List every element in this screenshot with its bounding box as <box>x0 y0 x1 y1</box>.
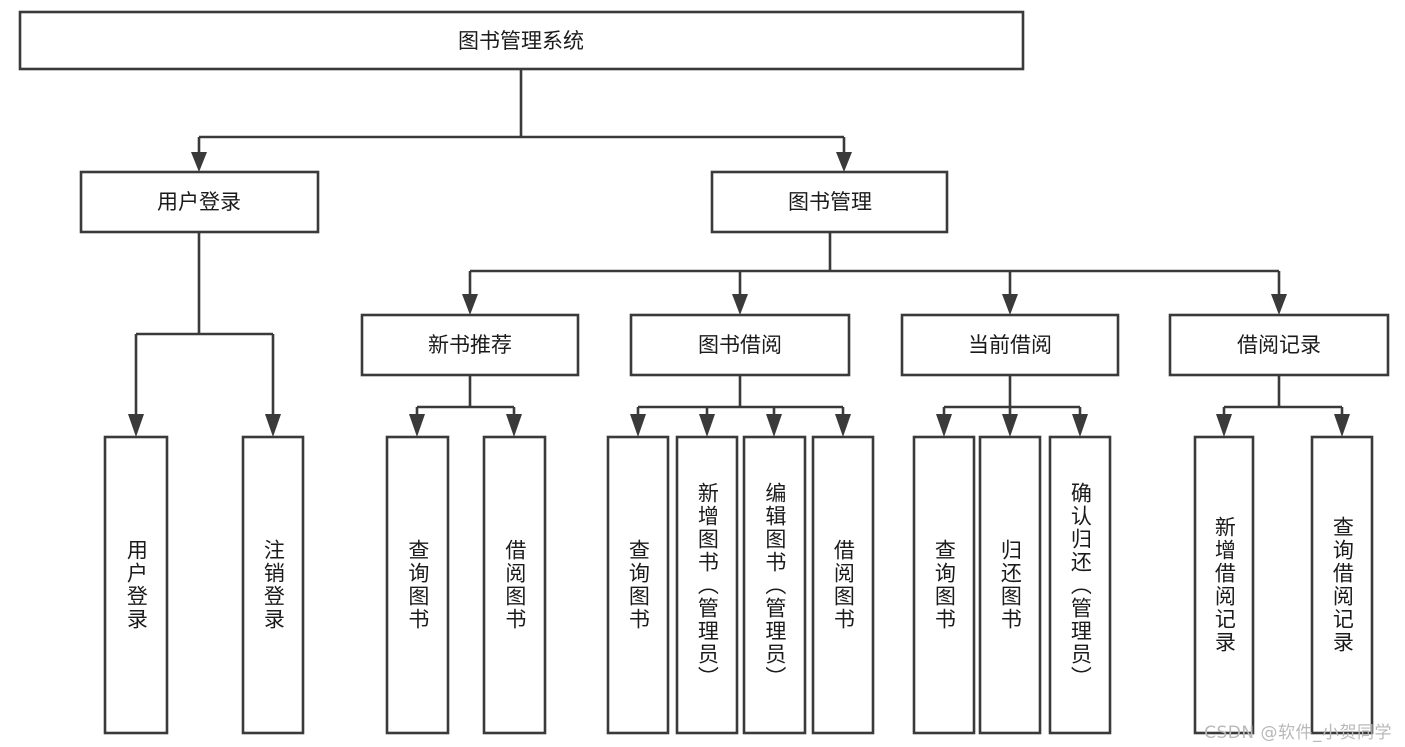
node-book-borrow[interactable]: 图书借阅 <box>629 313 851 377</box>
watermark-text: CSDN @软件_小贺同学 <box>1204 723 1392 743</box>
leaf-box-add-borrow-record[interactable] <box>1193 435 1255 735</box>
edge-bookmanage-to-level3 <box>462 232 1287 315</box>
leaf-boxes <box>103 435 1374 735</box>
edge-bookborrow-to-leaves <box>630 375 851 437</box>
leaf-box-borrow-book-a[interactable] <box>482 435 547 735</box>
node-book-manage[interactable]: 图书管理 <box>710 170 949 234</box>
leaf-box-logout[interactable] <box>241 435 305 735</box>
node-new-book-recommend-label: 新书推荐 <box>428 333 512 357</box>
edge-newbook-to-leaves <box>409 375 522 437</box>
node-book-manage-label: 图书管理 <box>788 190 872 214</box>
node-root-label: 图书管理系统 <box>458 29 584 53</box>
leaf-box-query-book-a[interactable] <box>385 435 450 735</box>
leaf-box-query-borrow-record[interactable] <box>1310 435 1374 735</box>
leaf-box-user-login[interactable] <box>103 435 169 735</box>
node-borrow-record-label: 借阅记录 <box>1237 333 1321 357</box>
node-new-book-recommend[interactable]: 新书推荐 <box>360 313 580 377</box>
edge-currentborrow-to-leaves <box>936 375 1088 437</box>
leaf-box-query-book-b[interactable] <box>606 435 670 735</box>
leaf-box-borrow-book-b[interactable] <box>811 435 875 735</box>
leaf-box-edit-book-admin[interactable] <box>742 435 807 735</box>
edge-userlogin-to-leaves <box>128 232 281 437</box>
edge-root-to-level2 <box>191 69 852 172</box>
leaf-box-return-book[interactable] <box>978 435 1042 735</box>
node-user-login[interactable]: 用户登录 <box>79 170 320 234</box>
edge-borrowrecord-to-leaves <box>1216 375 1350 437</box>
node-current-borrow-label: 当前借阅 <box>968 333 1052 357</box>
node-current-borrow[interactable]: 当前借阅 <box>900 313 1120 377</box>
leaf-box-query-book-c[interactable] <box>912 435 976 735</box>
node-borrow-record[interactable]: 借阅记录 <box>1168 313 1390 377</box>
leaf-box-confirm-return-admin[interactable] <box>1048 435 1112 735</box>
leaf-box-add-book-admin[interactable] <box>675 435 739 735</box>
node-book-borrow-label: 图书借阅 <box>698 333 782 357</box>
node-root[interactable]: 图书管理系统 <box>18 10 1025 71</box>
node-user-login-label: 用户登录 <box>157 190 241 214</box>
